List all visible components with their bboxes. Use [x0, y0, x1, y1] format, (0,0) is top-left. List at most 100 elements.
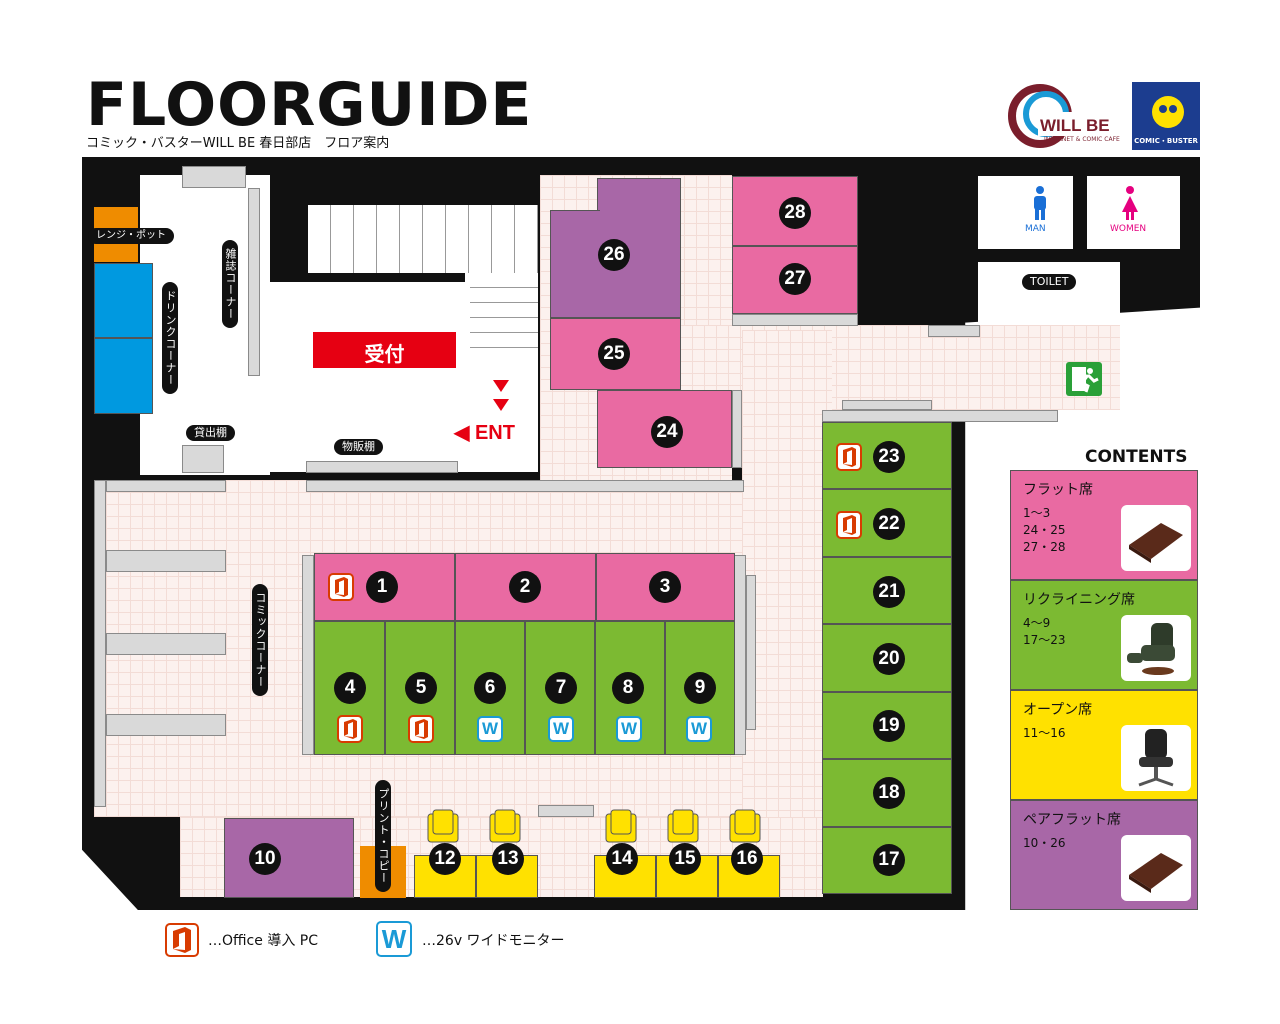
women-label: WOMEN: [1110, 224, 1147, 234]
open-seat-chair-icon: [488, 808, 522, 844]
print-copy-label: プリント・コピー: [375, 780, 391, 892]
contents-flat-line-1: 1～3: [1023, 506, 1051, 520]
seat-26-booth-b: [550, 210, 600, 318]
reception-desk: 受付: [313, 332, 456, 368]
emergency-exit-icon: [1066, 362, 1102, 396]
contents-reclining-name: リクライニング席: [1023, 592, 1135, 608]
seat-14-number[interactable]: 14: [606, 843, 638, 875]
shelf-left-row1: [106, 550, 226, 572]
contents-flat-name: フラット席: [1023, 482, 1093, 498]
contents-pair-flat-name: ペアフラット席: [1023, 812, 1121, 828]
seat-8-number[interactable]: 8: [612, 672, 644, 704]
seat-17-number[interactable]: 17: [873, 844, 905, 876]
office-pc-icon: [328, 573, 354, 601]
seat-1-number[interactable]: 1: [366, 571, 398, 603]
seat-19-number[interactable]: 19: [873, 710, 905, 742]
shelf-goods: [306, 461, 458, 473]
seat-26-number[interactable]: 26: [598, 239, 630, 271]
contents-open-line-1: 11～16: [1023, 726, 1066, 740]
open-seat-chair-icon: [426, 808, 460, 844]
magazine-corner-label: 雑誌コーナー: [222, 240, 238, 328]
seat-10-number[interactable]: 10: [249, 843, 281, 875]
shelf-left-row3: [106, 714, 226, 736]
shelf-magazine: [248, 188, 260, 376]
seat-27-booth: [732, 246, 858, 314]
seat-20-number[interactable]: 20: [873, 643, 905, 675]
man-label: MAN: [1025, 224, 1046, 234]
seat-22-number[interactable]: 22: [873, 508, 905, 540]
seat-23-number[interactable]: 23: [873, 441, 905, 473]
shelf-upper-right: [822, 410, 1058, 422]
entrance-label: ◀ ENT: [454, 422, 515, 444]
seat-14-booth: [594, 855, 656, 898]
seat-9-number[interactable]: 9: [684, 672, 716, 704]
seat-21-booth: [822, 557, 952, 624]
wide-monitor-legend-icon: W: [376, 921, 412, 957]
seat-15-number[interactable]: 15: [669, 843, 701, 875]
seat-21-number[interactable]: 21: [873, 576, 905, 608]
office-chair-image: [1121, 725, 1191, 791]
seat-10-booth: [224, 818, 354, 898]
contents-flat: フラット席 1～3 24・25 27・28: [1010, 470, 1198, 580]
seat-24-number[interactable]: 24: [651, 416, 683, 448]
seat-5-number[interactable]: 5: [405, 672, 437, 704]
willbe-name: WILL BE: [1040, 116, 1110, 135]
shelf-toilet-side: [928, 325, 980, 337]
comic-corner-label: コミックコーナー: [252, 584, 268, 696]
seat-18-number[interactable]: 18: [873, 777, 905, 809]
toilet-hall-inner: [978, 262, 1120, 324]
seat-2-number[interactable]: 2: [509, 571, 541, 603]
stairs-upper: [308, 205, 538, 273]
seat-13-number[interactable]: 13: [492, 843, 524, 875]
entrance-arrow-down-1-icon: [493, 380, 509, 392]
seat-6-number[interactable]: 6: [474, 672, 506, 704]
office-pc-icon: [836, 511, 862, 539]
seat-16-number[interactable]: 16: [731, 843, 763, 875]
comic-buster-text: COMIC・BUSTER: [1134, 137, 1198, 145]
seat-4-number[interactable]: 4: [334, 672, 366, 704]
wide-monitor-icon: W: [477, 716, 503, 742]
open-seat-chair-icon: [604, 808, 638, 844]
range-pot-label: レンジ・ポット: [88, 228, 174, 244]
goods-shelf-label: 物販棚: [334, 439, 383, 455]
woman-icon: [1120, 185, 1140, 225]
drink-corner-label: ドリンクコーナー: [162, 282, 178, 394]
contents-reclining-line-1: 4～9: [1023, 616, 1051, 630]
page-subtitle: コミック・バスターWILL BE 春日部店 フロア案内: [86, 136, 390, 151]
reception-label: 受付: [364, 342, 405, 366]
seat-27-number[interactable]: 27: [779, 263, 811, 295]
wide-monitor-legend-text: …26v ワイドモニター: [422, 933, 565, 949]
shelf-left-wall: [94, 480, 106, 807]
office-pc-icon: [337, 715, 363, 743]
shelf-left-top: [106, 480, 226, 492]
contents-pair-flat: ペアフラット席 10・26: [1010, 800, 1198, 910]
drink-bar-lower: [94, 338, 153, 414]
contents-open-name: オープン席: [1023, 702, 1093, 718]
shelf-between-open: [538, 805, 594, 817]
entrance-arrow-down-2-icon: [493, 399, 509, 411]
shelf-comic-corner: [302, 555, 314, 755]
office-pc-icon: [836, 443, 862, 471]
seat-25-number[interactable]: 25: [598, 338, 630, 370]
man-icon: [1030, 185, 1050, 225]
shelf-upper-right-2: [842, 400, 932, 410]
office-pc-legend-icon: [165, 923, 199, 957]
page-title: FLOORGUIDE: [86, 70, 533, 140]
shelf-seats-right-outer: [746, 575, 756, 730]
open-seat-chair-icon: [728, 808, 762, 844]
contents-flat-line-2: 24・25: [1023, 523, 1066, 537]
seat-3-number[interactable]: 3: [649, 571, 681, 603]
contents-reclining: リクライニング席 4～9 17～23: [1010, 580, 1198, 690]
toilet-men: [978, 176, 1073, 249]
seat-28-number[interactable]: 28: [779, 197, 811, 229]
seat-12-number[interactable]: 12: [429, 843, 461, 875]
contents-open: オープン席 11～16: [1010, 690, 1198, 800]
seat-7-number[interactable]: 7: [545, 672, 577, 704]
willbe-tagline: INTERNET & COMIC CAFE: [1044, 136, 1120, 143]
shelf-rental: [182, 445, 224, 473]
wide-monitor-icon: W: [686, 716, 712, 742]
stairs-lower: [470, 273, 538, 348]
shelf-left-row2: [106, 633, 226, 655]
comic-buster-logo: COMIC・BUSTER: [1132, 82, 1200, 150]
flat-mat-image: [1121, 505, 1191, 571]
